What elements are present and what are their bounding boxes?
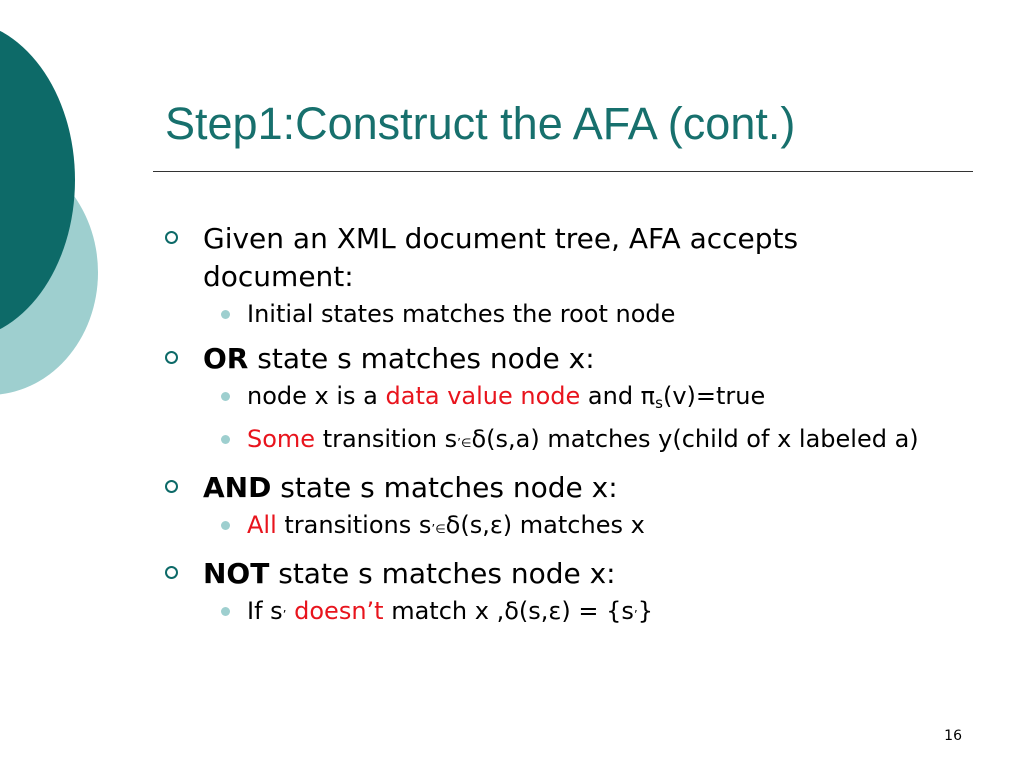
dot-bullet-icon [221, 521, 230, 530]
bullet-text: state s matches node x: [271, 471, 618, 504]
bullet-and-state: AND state s matches node x: [165, 469, 955, 507]
bullet-or-state: OR state s matches node x: [165, 340, 955, 378]
hollow-circle-bullet-icon [165, 566, 178, 579]
sub-bullet-doesnt-match: If s’ doesn’t match x ,δ(s,ε) = {s’} [165, 593, 955, 633]
small-symbol-text: ’ [282, 608, 287, 622]
text-part: node x is a [247, 382, 386, 410]
dot-bullet-icon [221, 435, 230, 444]
decorative-circles [0, 0, 120, 420]
text-part: (v)=true [662, 382, 766, 410]
bullet-text: Given an XML document tree, AFA accepts … [203, 222, 799, 293]
text-part: } [637, 597, 653, 625]
text-part: and π [580, 382, 656, 410]
bullet-not-state: NOT state s matches node x: [165, 555, 955, 593]
dot-bullet-icon [221, 392, 230, 401]
small-symbol-text: ’ [633, 608, 638, 622]
text-part: If s [247, 597, 283, 625]
sub-bullet-text: Initial states matches the root node [247, 300, 676, 328]
subscript-text: s [655, 394, 663, 412]
page-number: 16 [944, 728, 962, 744]
sub-bullet-initial-states: Initial states matches the root node [165, 296, 955, 332]
sub-bullet-all-transitions: All transitions s’∈δ(s,ε) matches x [165, 507, 955, 547]
sub-bullet-some-transition: Some transition s’∈δ(s,a) matches y(chil… [165, 421, 955, 461]
slide-content: Given an XML document tree, AFA accepts … [165, 212, 955, 633]
bullet-text: state s matches node x: [269, 557, 616, 590]
dot-bullet-icon [221, 607, 230, 616]
text-part: match x ,δ(s,ε) = {s [383, 597, 634, 625]
small-symbol-text: ’∈ [431, 522, 446, 536]
text-part: δ(s,a) matches y(child of x labeled a) [471, 425, 919, 453]
text-part [287, 597, 295, 625]
sub-bullet-data-value-node: node x is a data value node and πs(v)=tr… [165, 378, 955, 421]
emphasis-text: data value node [385, 382, 581, 410]
keyword-or: OR [203, 342, 249, 375]
emphasis-text: All [247, 511, 277, 539]
dot-bullet-icon [221, 310, 230, 319]
bullet-text: state s matches node x: [248, 342, 595, 375]
keyword-and: AND [203, 471, 272, 504]
emphasis-text: Some [247, 425, 316, 453]
keyword-not: NOT [203, 557, 270, 590]
text-part: δ(s,ε) matches x [445, 511, 645, 539]
hollow-circle-bullet-icon [165, 480, 178, 493]
emphasis-text: doesn’t [294, 597, 384, 625]
hollow-circle-bullet-icon [165, 351, 178, 364]
bullet-given-xml: Given an XML document tree, AFA accepts … [165, 220, 955, 296]
slide-title: Step1:Construct the AFA (cont.) [165, 98, 796, 149]
text-part: transitions s [276, 511, 432, 539]
title-divider [153, 171, 973, 172]
small-symbol-text: ’∈ [457, 436, 472, 450]
text-part: transition s [315, 425, 458, 453]
hollow-circle-bullet-icon [165, 231, 178, 244]
